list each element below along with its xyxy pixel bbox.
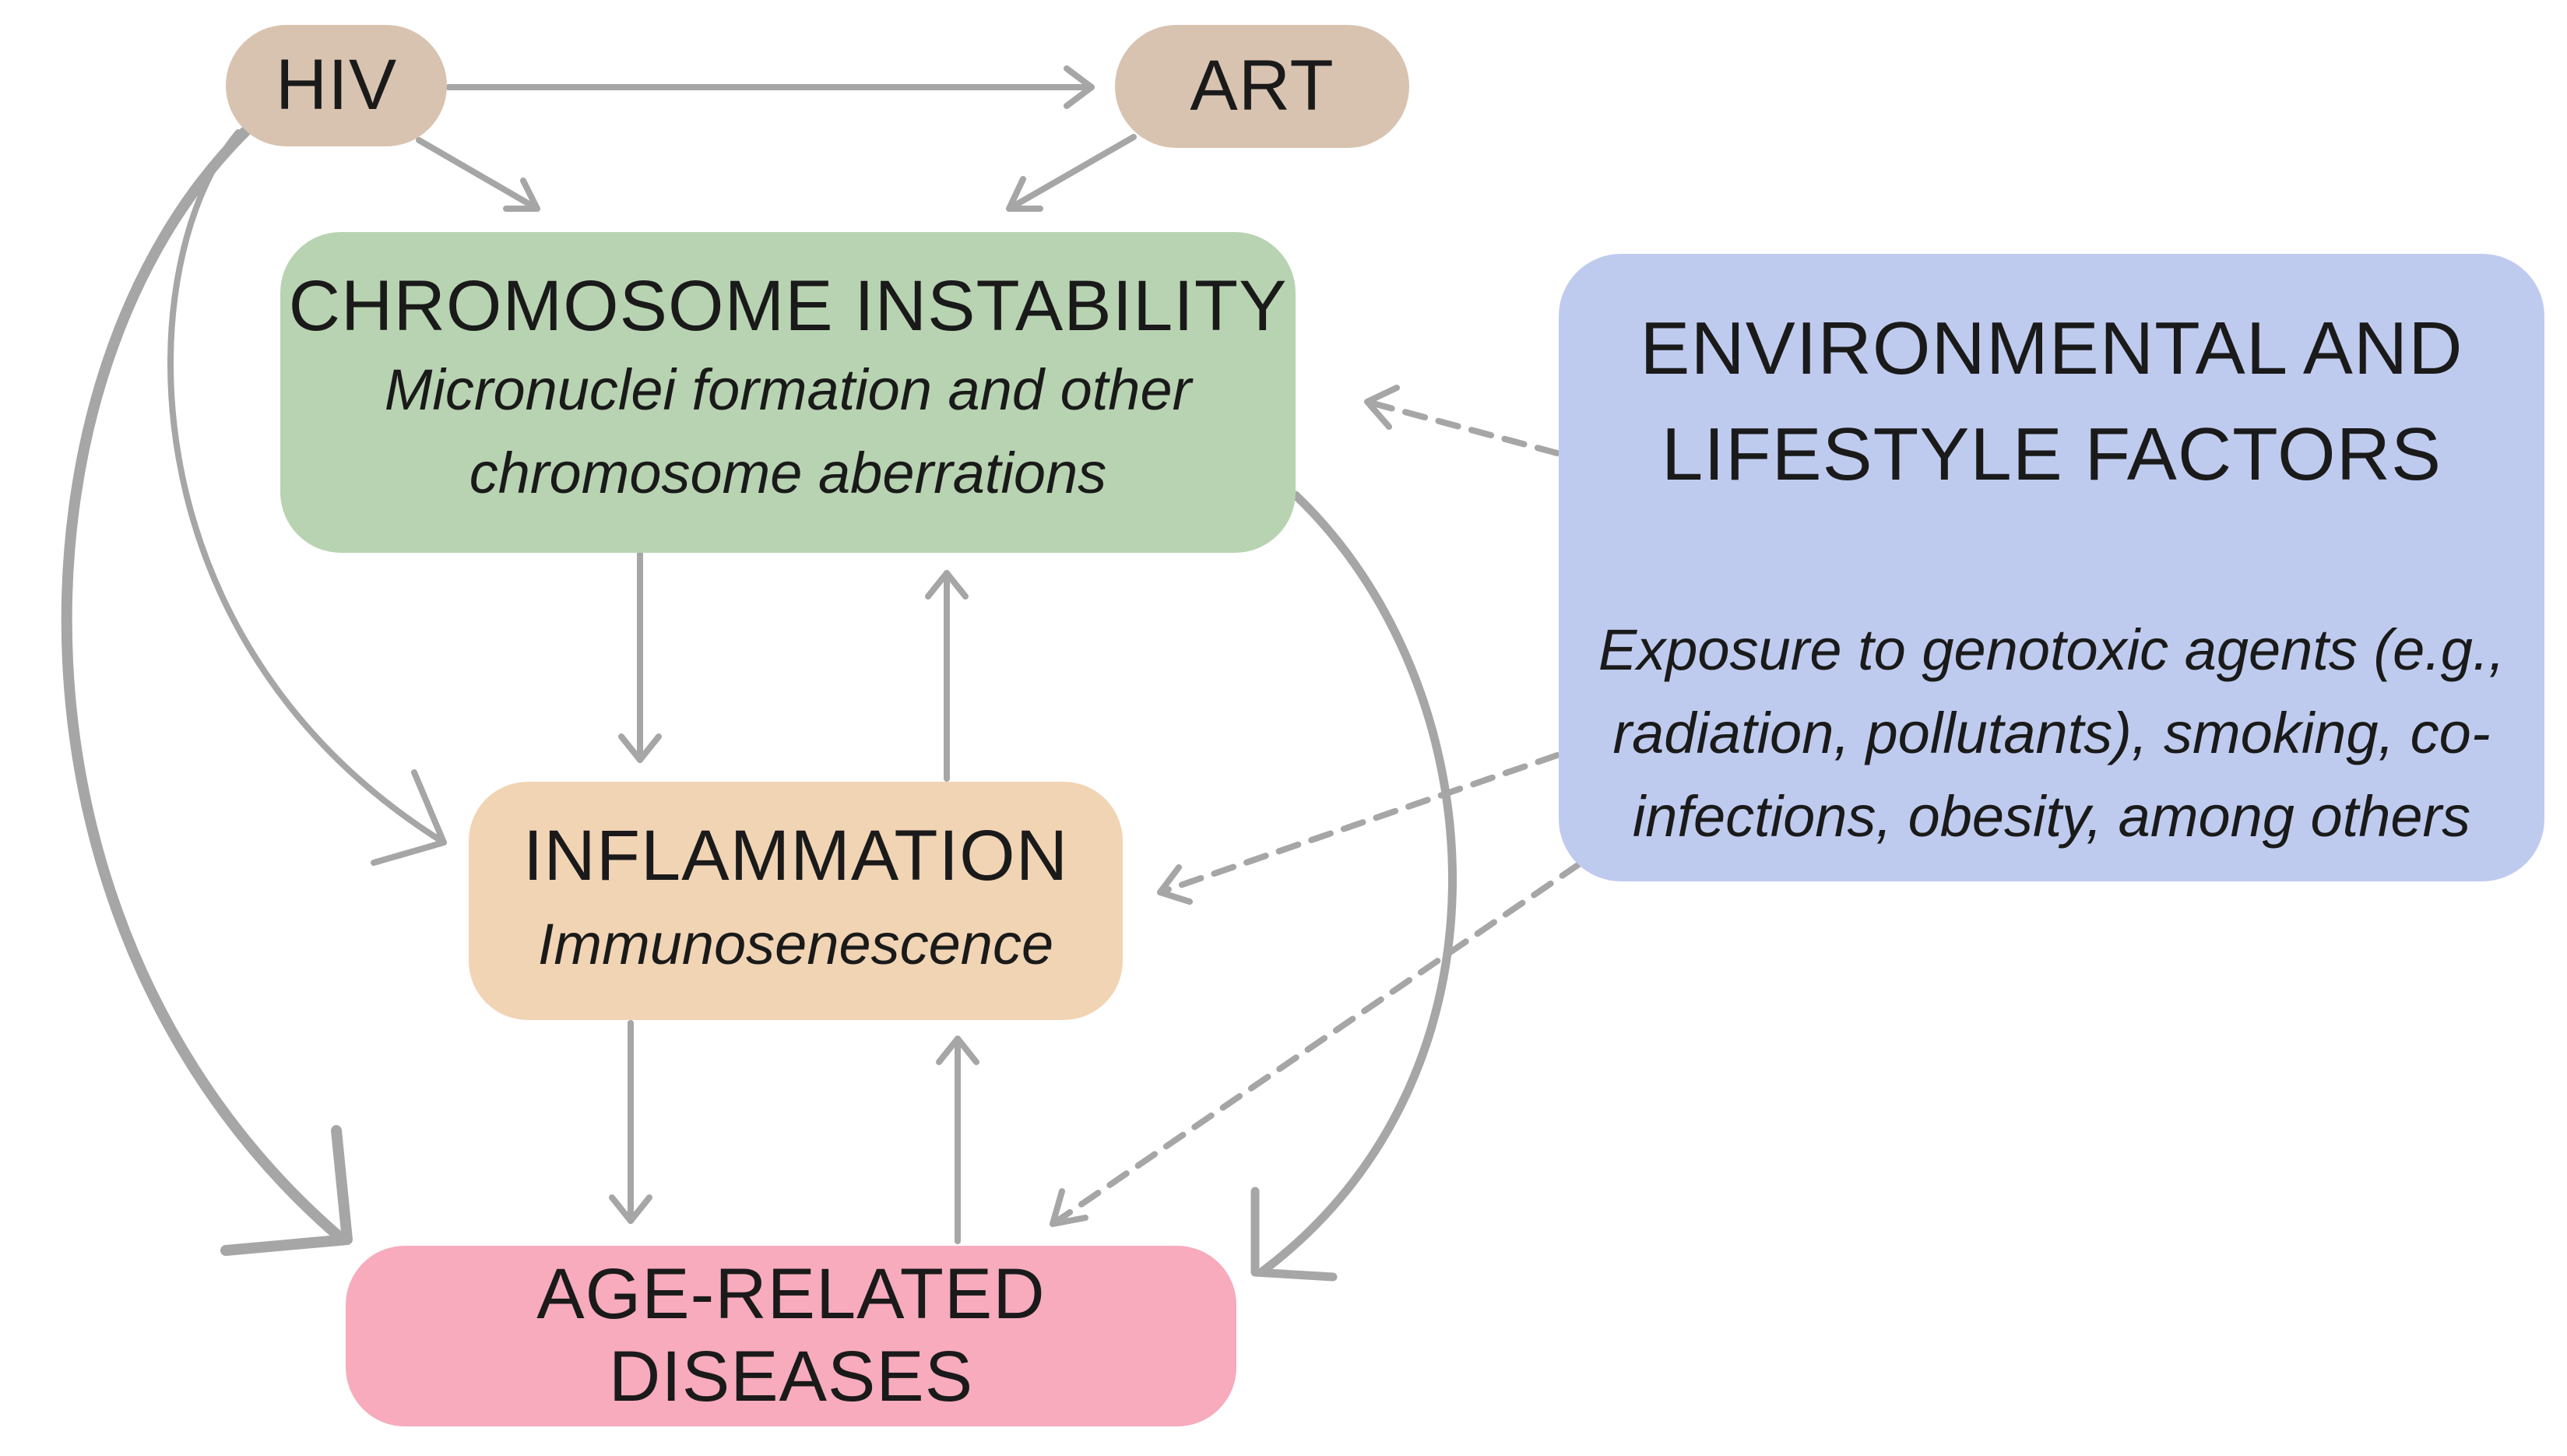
hiv-node: HIV [226, 25, 447, 146]
arrow-env-to-inflammation [1157, 752, 1560, 905]
chromosome-instability-line1: Micronuclei formation and other [384, 357, 1192, 422]
arrow-env-to-chromosome [1364, 385, 1560, 456]
inflammation-subtitle: Immunosenescence [537, 912, 1054, 977]
arrow-inflammation-to-age [609, 1020, 652, 1224]
arrow-age-to-inflammation [936, 1036, 979, 1244]
arrow-chromosome-to-age [1250, 491, 1457, 1282]
arrow-hiv-to-chromosome [416, 137, 540, 212]
environmental-title-line2: LIFESTYLE FACTORS [1661, 413, 2442, 497]
arrow-hiv-to-age [61, 125, 353, 1256]
inflammation-title: INFLAMMATION [522, 816, 1069, 896]
age-related-diseases-title: AGE-RELATED DISEASES [536, 1254, 1046, 1416]
environmental-description-line2: radiation, pollutants), smoking, co- [1612, 700, 2491, 765]
environmental-factors-node: ENVIRONMENTAL AND LIFESTYLE FACTORS Expo… [1559, 254, 2544, 881]
chromosome-instability-line2: chromosome aberrations [469, 440, 1107, 505]
arrow-env-to-age [1050, 861, 1582, 1227]
art-label: ART [1190, 46, 1334, 126]
inflammation-node: INFLAMMATION Immunosenescence [469, 782, 1123, 1020]
arrow-chromosome-to-inflammation [618, 551, 662, 763]
arrow-art-to-chromosome [1006, 134, 1137, 212]
environmental-description-line3: infections, obesity, among others [1632, 784, 2471, 849]
environmental-description-line1: Exposure to genotoxic agents (e.g., [1598, 617, 2505, 682]
arrow-hiv-to-art [445, 65, 1095, 109]
chromosome-instability-node: CHROMOSOME INSTABILITY Micronuclei forma… [280, 232, 1296, 553]
environmental-title-line1: ENVIRONMENTAL AND [1640, 307, 2463, 390]
arrow-hiv-to-inflammation [167, 129, 447, 866]
age-related-diseases-node: AGE-RELATED DISEASES [346, 1246, 1236, 1426]
chromosome-instability-title: CHROMOSOME INSTABILITY [288, 266, 1288, 346]
art-node: ART [1115, 25, 1409, 148]
hiv-label: HIV [275, 45, 398, 125]
arrow-inflammation-to-chromosome [925, 570, 969, 782]
environmental-description: Exposure to genotoxic agents (e.g., radi… [1567, 608, 2536, 859]
